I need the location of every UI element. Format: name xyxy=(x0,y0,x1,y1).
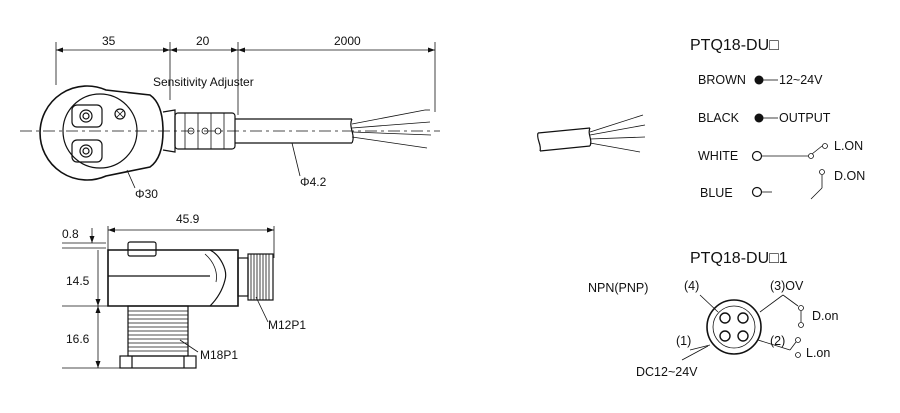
blue-terminal xyxy=(751,186,763,198)
dim-2000: 2000 xyxy=(334,34,361,48)
sensitivity-label: Sensitivity Adjuster xyxy=(153,75,254,89)
dim-20: 20 xyxy=(196,34,210,48)
wire-white-label: WHITE xyxy=(698,149,738,163)
wire-white-value: L.ON xyxy=(834,139,863,153)
lon-label: L.on xyxy=(806,346,830,360)
dim-45-9: 45.9 xyxy=(176,212,200,226)
connector-face xyxy=(706,299,762,355)
black-terminal xyxy=(754,113,764,123)
dim-0-8: 0.8 xyxy=(62,227,79,241)
phi42-label: Φ4.2 xyxy=(300,175,327,189)
don-label: D.on xyxy=(812,309,838,323)
m18p1-label: M18P1 xyxy=(200,348,238,362)
m12p1-label: M12P1 xyxy=(268,318,306,332)
dc-label: DC12~24V xyxy=(636,365,698,379)
wiring-cable-title: PTQ18-DU□ xyxy=(690,37,779,54)
top-view: 35 20 2000 xyxy=(20,34,440,201)
dim-35: 35 xyxy=(102,34,116,48)
m18-thread-lines xyxy=(128,310,188,352)
brown-terminal xyxy=(754,75,764,85)
wiring-connector-title: PTQ18-DU□1 xyxy=(690,250,788,267)
white-terminal xyxy=(751,150,763,162)
pin-1 xyxy=(719,330,731,342)
wire-brown-label: BROWN xyxy=(698,73,746,87)
npn-label: NPN(PNP) xyxy=(588,281,648,295)
wire-black-label: BLACK xyxy=(698,111,740,125)
side-view: 45.9 0.8 xyxy=(62,212,306,369)
wire-black-value: OUTPUT xyxy=(779,111,831,125)
dim-16-6: 16.6 xyxy=(66,332,90,346)
pin2-label: (2) xyxy=(770,334,785,348)
pin-4 xyxy=(719,312,731,324)
cable-end xyxy=(536,114,646,153)
pin-3 xyxy=(737,312,749,324)
pin-2 xyxy=(737,330,749,342)
wiring-cable: PTQ18-DU□ BROWN 12~24V BLACK OUTPUT WHIT… xyxy=(690,37,865,200)
pin3-label: (3)OV xyxy=(770,279,804,293)
phi30-label: Φ30 xyxy=(135,187,158,201)
wire-blue-value: D.ON xyxy=(834,169,865,183)
wire-brown-value: 12~24V xyxy=(779,73,823,87)
dim-14-5: 14.5 xyxy=(66,274,90,288)
pin1-label: (1) xyxy=(676,334,691,348)
pin4-label: (4) xyxy=(684,279,699,293)
wire-blue-label: BLUE xyxy=(700,186,733,200)
wiring-connector: PTQ18-DU□1 NPN(PNP) (4) (3)OV (1) (2) D.… xyxy=(588,250,838,379)
